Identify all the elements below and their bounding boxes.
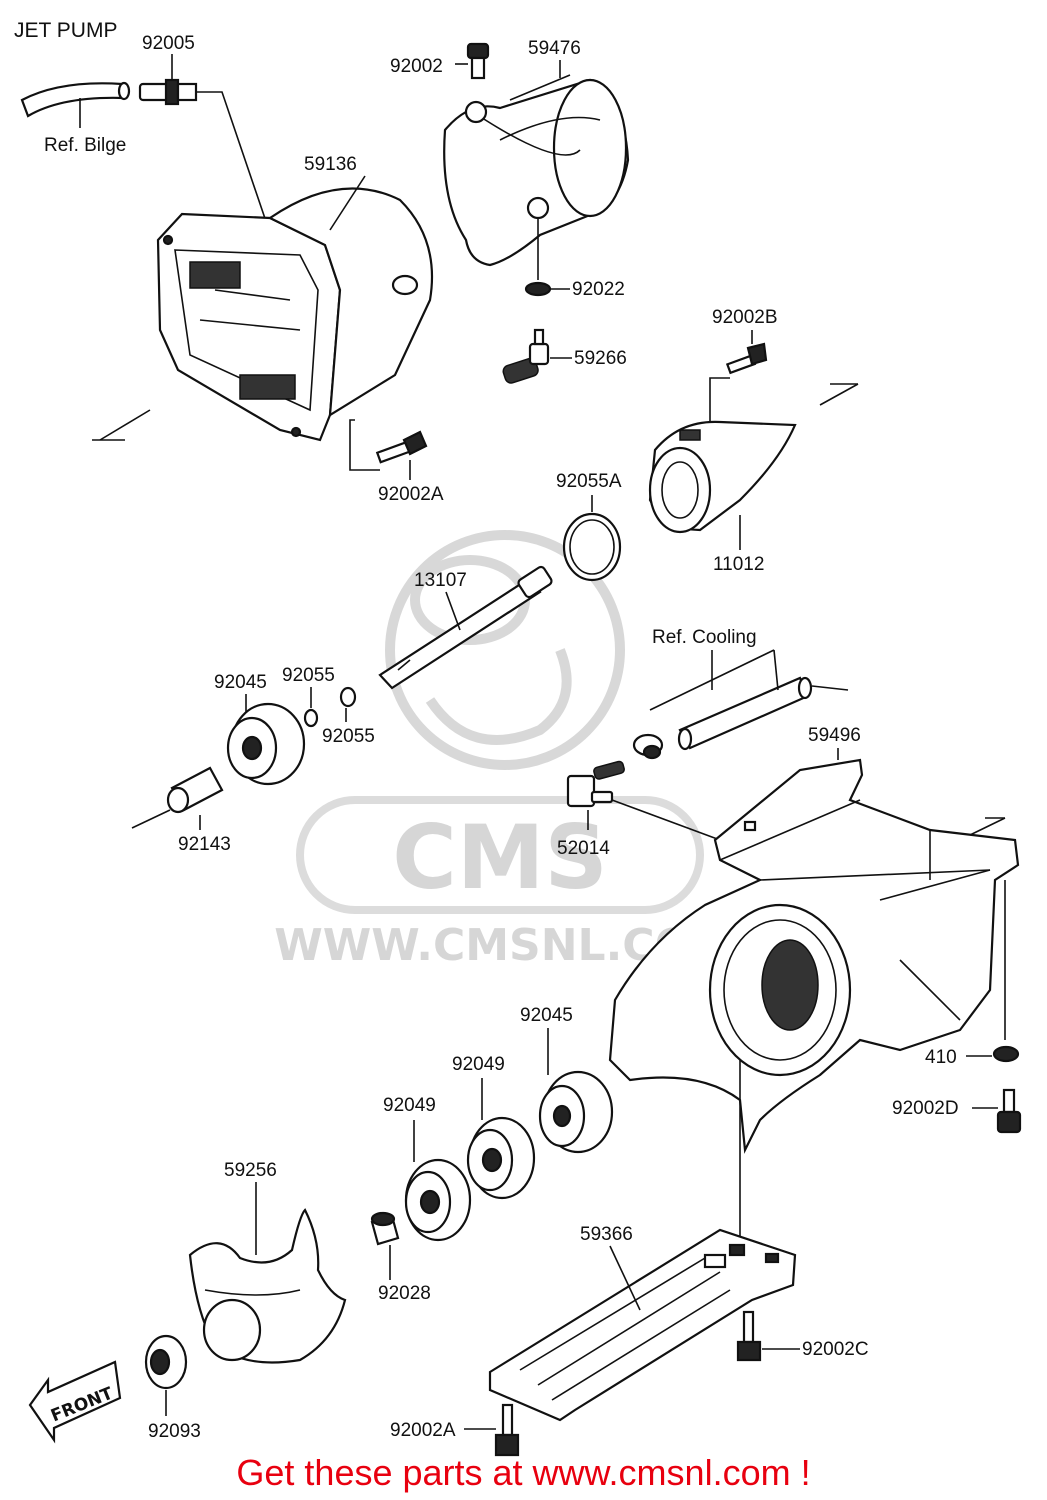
label-59366: 59366 xyxy=(580,1224,633,1245)
label-92045-top: 92045 xyxy=(214,672,267,693)
label-11012: 11012 xyxy=(713,554,764,575)
label-92055-a: 92055 xyxy=(282,665,335,686)
part-92045-bearing-top xyxy=(226,702,306,786)
diagram-title: JET PUMP xyxy=(14,19,117,42)
label-92049-a: 92049 xyxy=(452,1054,505,1075)
part-410-washer xyxy=(992,1045,1020,1063)
part-92055A-o-ring xyxy=(562,512,622,582)
label-92143: 92143 xyxy=(178,834,231,855)
label-92022: 92022 xyxy=(572,279,625,300)
part-92002C-bolt xyxy=(736,1310,762,1362)
label-92093: 92093 xyxy=(148,1421,201,1442)
part-92143-sleeve xyxy=(131,766,224,829)
part-92002B-bolt xyxy=(709,342,768,430)
part-11012-nozzle xyxy=(648,383,859,534)
part-92093-seal xyxy=(144,1334,188,1390)
ref-cooling-label: Ref. Cooling xyxy=(652,627,757,648)
watermark-logo-text: CMS xyxy=(392,806,608,909)
part-59496-pump-housing xyxy=(608,758,1020,1245)
part-59476-steering-nozzle xyxy=(443,74,630,280)
part-13107-drive-shaft xyxy=(378,565,553,690)
label-92002: 92002 xyxy=(390,56,443,77)
part-59256-impeller xyxy=(188,1208,347,1364)
part-92022-washer xyxy=(524,281,552,297)
part-59136-pump-case xyxy=(92,187,434,442)
label-92002B: 92002B xyxy=(712,307,778,328)
label-92055-b: 92055 xyxy=(322,726,375,747)
watermark-logo: CMS WWW.CMSNL.COM xyxy=(274,530,736,971)
part-92049-bearing-a xyxy=(466,1116,536,1200)
part-92055-spacer-a xyxy=(303,708,319,728)
label-92002A-bottom: 92002A xyxy=(390,1420,456,1441)
part-52014-fitting xyxy=(566,760,721,841)
label-92002D: 92002D xyxy=(892,1098,959,1119)
part-59266-fitting xyxy=(502,328,572,384)
part-92028-collar xyxy=(370,1211,400,1246)
part-92049-bearing-b xyxy=(404,1158,472,1242)
ref-bilge-label: Ref. Bilge xyxy=(44,135,126,156)
label-52014: 52014 xyxy=(557,838,610,859)
part-92002D-bolt xyxy=(996,1088,1022,1134)
label-410: 410 xyxy=(925,1047,957,1068)
label-92002A-top: 92002A xyxy=(378,484,444,505)
cooling-hose xyxy=(632,649,849,760)
label-92005: 92005 xyxy=(142,33,195,54)
label-92055A: 92055A xyxy=(556,471,622,492)
label-59476: 59476 xyxy=(528,38,581,59)
part-92055-spacer-b xyxy=(339,686,357,708)
label-59256: 59256 xyxy=(224,1160,277,1181)
label-92002C: 92002C xyxy=(802,1339,869,1360)
part-92005-fitting xyxy=(20,78,326,396)
label-13107: 13107 xyxy=(414,570,467,591)
label-59136: 59136 xyxy=(304,154,357,175)
part-92002-bolt xyxy=(455,42,490,80)
label-59496: 59496 xyxy=(808,725,861,746)
footer-link-text[interactable]: Get these parts at www.cmsnl.com ! xyxy=(236,1452,811,1493)
label-59266: 59266 xyxy=(574,348,627,369)
label-92049-b: 92049 xyxy=(383,1095,436,1116)
label-92028: 92028 xyxy=(378,1283,431,1304)
part-92002A-bolt-bottom xyxy=(494,1403,520,1457)
front-arrow-icon: FRONT xyxy=(28,1360,122,1444)
label-92045-bottom: 92045 xyxy=(520,1005,573,1026)
part-59366-intake-grate xyxy=(488,1228,797,1422)
part-92002A-bolt-top xyxy=(349,419,428,471)
part-92045-bearing-bottom xyxy=(538,1070,614,1154)
